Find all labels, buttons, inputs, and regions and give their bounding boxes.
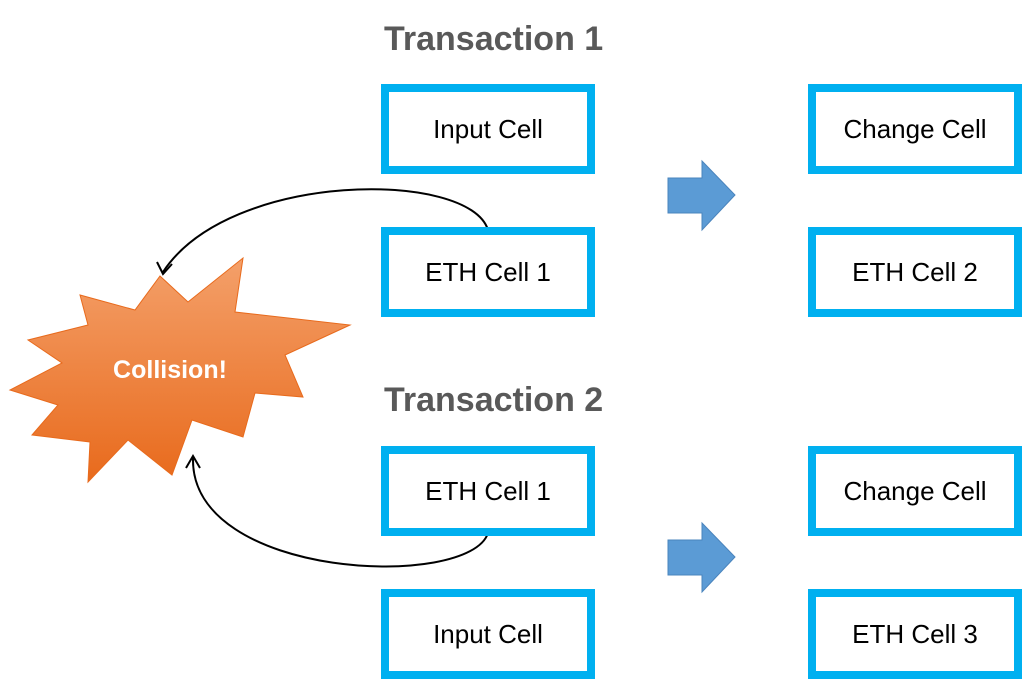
tx2-output-eth-cell-label: ETH Cell 3 [852, 618, 978, 649]
collision-curve-top [162, 188, 489, 273]
tx2-output-eth-cell-box: ETH Cell 3 [808, 589, 1022, 679]
tx1-output-eth-cell-box: ETH Cell 2 [808, 227, 1022, 317]
tx1-input-cell-box: Input Cell [381, 84, 595, 174]
transaction-1-arrow-icon [667, 159, 736, 232]
tx1-output-eth-cell-label: ETH Cell 2 [852, 256, 978, 287]
transaction-1-title: Transaction 1 [384, 20, 604, 58]
tx2-eth-cell-box: ETH Cell 1 [381, 446, 595, 536]
tx1-eth-cell-label: ETH Cell 1 [425, 256, 551, 287]
tx2-input-cell-box: Input Cell [381, 589, 595, 679]
tx2-eth-cell-label: ETH Cell 1 [425, 475, 551, 506]
collision-burst-icon [8, 256, 352, 484]
collision-curve-bottom [191, 457, 489, 568]
transaction-2-title: Transaction 2 [384, 381, 604, 419]
tx1-input-cell-label: Input Cell [433, 113, 543, 144]
tx1-eth-cell-box: ETH Cell 1 [381, 227, 595, 317]
collision-label: Collision! [113, 356, 227, 384]
tx2-change-cell-label: Change Cell [843, 475, 987, 506]
tx2-change-cell-box: Change Cell [808, 446, 1022, 536]
tx1-change-cell-box: Change Cell [808, 84, 1022, 174]
transaction-2-arrow-icon [667, 521, 736, 594]
collision-arrowhead-bottom [185, 454, 201, 469]
collision-arrowhead-top [156, 261, 173, 276]
tx1-change-cell-label: Change Cell [843, 113, 987, 144]
tx2-input-cell-label: Input Cell [433, 618, 543, 649]
